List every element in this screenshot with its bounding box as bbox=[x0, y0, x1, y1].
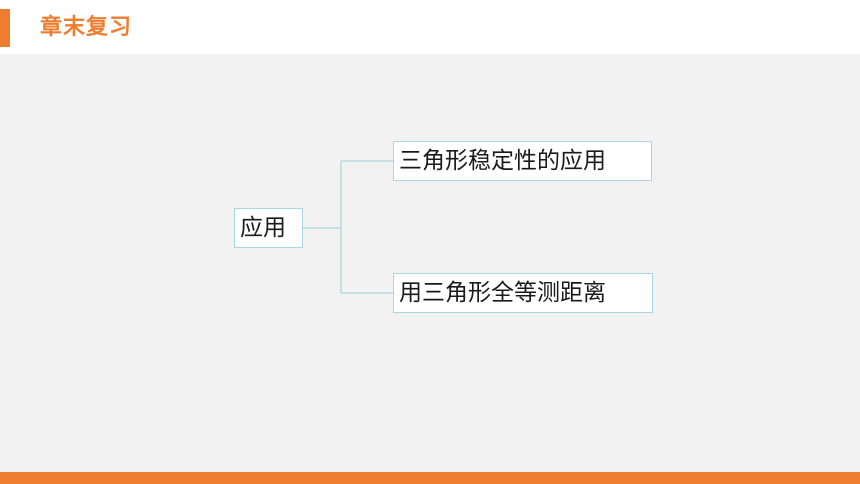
node-branch-congruence-distance: 用三角形全等测距离 bbox=[393, 273, 653, 313]
diagram-panel bbox=[0, 54, 860, 472]
node-branch-triangle-stability: 三角形稳定性的应用 bbox=[393, 141, 652, 181]
footer-bar bbox=[0, 472, 860, 484]
header: 章末复习 bbox=[0, 0, 860, 54]
page-title: 章末复习 bbox=[40, 15, 133, 40]
header-accent-bar bbox=[0, 9, 10, 47]
node-root: 应用 bbox=[234, 208, 303, 248]
